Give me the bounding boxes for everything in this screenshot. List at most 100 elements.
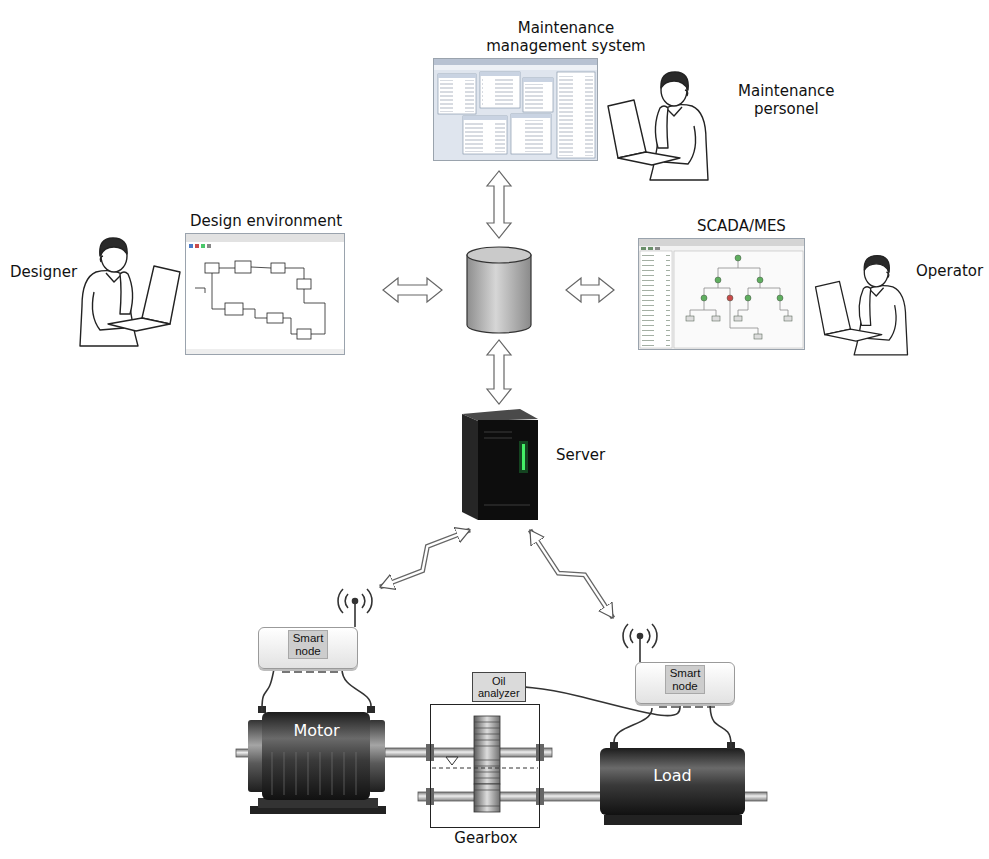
node-chip: Smart node bbox=[288, 630, 329, 659]
sensor-wire bbox=[342, 669, 371, 706]
role-label: Designer bbox=[10, 263, 77, 281]
role-label: Maintenance personel bbox=[738, 82, 835, 118]
scada-screenshot bbox=[686, 316, 694, 321]
server-icon bbox=[519, 441, 528, 473]
maintenance-screenshot bbox=[523, 78, 553, 82]
cylinder-top bbox=[467, 247, 531, 263]
antenna bbox=[354, 603, 356, 627]
sensor-wire bbox=[710, 704, 731, 748]
design-screenshot bbox=[185, 233, 345, 242]
gearbox-internals bbox=[474, 778, 500, 779]
scada-screenshot bbox=[638, 238, 805, 350]
shaft bbox=[743, 792, 767, 801]
smart-node-box: Smart node bbox=[635, 662, 735, 704]
gearbox-internals bbox=[474, 806, 500, 807]
node-ports bbox=[683, 704, 691, 708]
designer-person bbox=[80, 238, 180, 346]
scada-screenshot bbox=[718, 288, 730, 296]
wireless-link-inner bbox=[534, 537, 608, 612]
shaft bbox=[385, 748, 552, 757]
double-arrow bbox=[487, 340, 511, 404]
scada-screenshot bbox=[718, 260, 738, 278]
motor-illustration bbox=[262, 712, 370, 800]
scada-screenshot bbox=[780, 300, 788, 316]
scada-screenshot bbox=[701, 295, 707, 301]
antenna bbox=[647, 629, 650, 643]
role-label: Operator bbox=[916, 262, 983, 280]
smart-node-box: Smart node bbox=[258, 627, 358, 669]
design-screenshot bbox=[189, 244, 193, 248]
maintenance-screenshot bbox=[523, 78, 553, 112]
gearbox-internals bbox=[474, 740, 500, 741]
wireless-link-inner bbox=[387, 533, 462, 584]
motor-illustration bbox=[272, 752, 356, 795]
server-icon bbox=[522, 444, 525, 470]
scada-screenshot bbox=[738, 300, 748, 316]
operator-person bbox=[816, 256, 908, 355]
server-icon bbox=[462, 414, 478, 520]
design-screenshot bbox=[285, 268, 304, 279]
scada-screenshot bbox=[735, 255, 741, 261]
node-chip: Smart node bbox=[665, 665, 706, 694]
design-screenshot bbox=[195, 244, 199, 248]
node-ports bbox=[318, 669, 326, 673]
gearbox-internals bbox=[474, 746, 500, 747]
maintenance-screenshot bbox=[480, 72, 520, 76]
scada-screenshot bbox=[738, 268, 760, 278]
maintenance-screenshot bbox=[463, 116, 507, 154]
maintenance-screenshot bbox=[480, 72, 520, 108]
gearbox-internals bbox=[432, 768, 538, 769]
cylinder-body bbox=[467, 255, 531, 333]
antenna bbox=[623, 624, 628, 648]
node-ports bbox=[306, 669, 314, 673]
maintenance-screenshot bbox=[559, 76, 593, 156]
motor-illustration bbox=[308, 752, 309, 795]
gearbox-internals bbox=[474, 722, 500, 723]
scada-screenshot bbox=[712, 316, 720, 321]
oil-analyzer-box: Oil analyzer bbox=[472, 672, 526, 702]
load-illustration bbox=[600, 742, 745, 825]
antenna bbox=[367, 589, 372, 613]
window-heading: SCADA/MES bbox=[639, 217, 844, 235]
scada-screenshot bbox=[640, 251, 672, 348]
machine-label: Gearbox bbox=[411, 829, 561, 847]
server-icon bbox=[462, 409, 538, 520]
design-screenshot bbox=[212, 273, 225, 309]
motor-illustration bbox=[367, 706, 375, 713]
node-ports bbox=[707, 704, 715, 708]
design-screenshot bbox=[267, 313, 283, 323]
antenna bbox=[338, 589, 343, 613]
scada-screenshot bbox=[715, 277, 721, 283]
scada-screenshot bbox=[757, 277, 763, 283]
design-screenshot bbox=[205, 263, 219, 273]
scada-screenshot bbox=[686, 255, 792, 339]
gearbox-internals bbox=[426, 716, 544, 812]
scada-screenshot bbox=[777, 295, 783, 301]
gearbox-internals bbox=[474, 784, 500, 812]
design-screenshot bbox=[235, 261, 251, 273]
gearbox-internals bbox=[536, 744, 544, 761]
node-ports bbox=[671, 704, 679, 708]
server-icon bbox=[478, 420, 538, 520]
scada-screenshot bbox=[704, 310, 716, 316]
sensor-wire bbox=[342, 669, 652, 742]
design-screenshot bbox=[185, 233, 345, 355]
maintenance-screenshot bbox=[511, 114, 551, 118]
node-ports bbox=[330, 669, 338, 673]
scada-screenshot bbox=[638, 238, 805, 246]
gearbox-internals bbox=[474, 790, 500, 791]
maintenance-screenshot bbox=[433, 58, 598, 161]
analyzer-label: Oil analyzer bbox=[478, 675, 520, 699]
design-screenshot bbox=[271, 263, 285, 273]
server-icon bbox=[484, 437, 512, 439]
load-body: Load bbox=[600, 748, 745, 815]
motor-illustration bbox=[296, 752, 297, 795]
maintenance-screenshot bbox=[465, 122, 505, 152]
node-ports bbox=[695, 704, 703, 708]
server-icon bbox=[484, 431, 512, 433]
gearbox-internals bbox=[474, 766, 500, 767]
screenshot-window: Maintenance management system bbox=[433, 58, 598, 161]
scada-screenshot bbox=[704, 282, 718, 296]
